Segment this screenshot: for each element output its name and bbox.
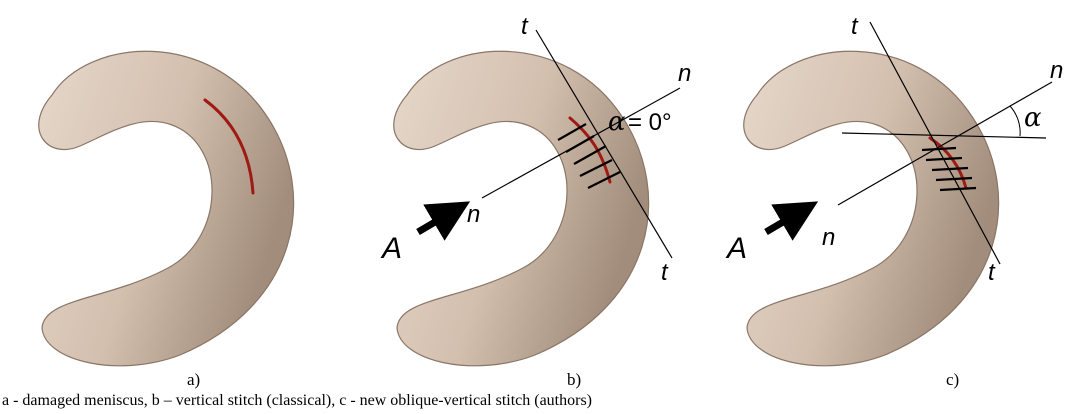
label-n-bottom: n <box>822 224 835 251</box>
angle-value: = 0° <box>628 109 672 136</box>
meniscus-shape <box>743 50 1000 367</box>
line-horizontal <box>841 132 1047 139</box>
label-t-bottom: t <box>661 259 669 286</box>
figure-caption: a - damaged meniscus, b – vertical stitc… <box>2 392 593 409</box>
panel-label-c: c) <box>946 370 960 389</box>
line-n <box>837 81 1053 206</box>
line-t <box>869 21 1001 265</box>
meniscus-shape <box>393 50 650 367</box>
panel-c-oblique-vertical-stitch: t t n n α A <box>725 13 1063 367</box>
arrow-label: A <box>380 232 402 265</box>
panel-label-b: b) <box>567 370 582 389</box>
label-t-top: t <box>521 13 529 40</box>
meniscus-tear <box>568 116 612 184</box>
meniscus-tear <box>203 98 255 195</box>
label-n-top: n <box>1050 57 1063 84</box>
panel-a-damaged-meniscus <box>38 50 295 367</box>
angle-arc <box>1009 105 1021 137</box>
view-arrow <box>416 201 471 241</box>
line-t <box>535 29 673 259</box>
angle-symbol: α <box>1024 103 1042 133</box>
meniscus-shape <box>38 50 295 367</box>
angle-symbol: α <box>608 107 626 137</box>
panel-b-vertical-stitch: t t n n α = 0° A <box>380 13 691 367</box>
label-n-top: n <box>678 60 691 87</box>
label-t-bottom: t <box>988 259 996 286</box>
label-t-top: t <box>851 13 859 40</box>
panel-label-a: a) <box>187 370 201 389</box>
arrow-label: A <box>725 232 747 265</box>
label-n-bottom: n <box>467 201 480 228</box>
stitches <box>921 146 977 192</box>
view-arrow <box>764 201 819 241</box>
stitches <box>557 123 621 189</box>
